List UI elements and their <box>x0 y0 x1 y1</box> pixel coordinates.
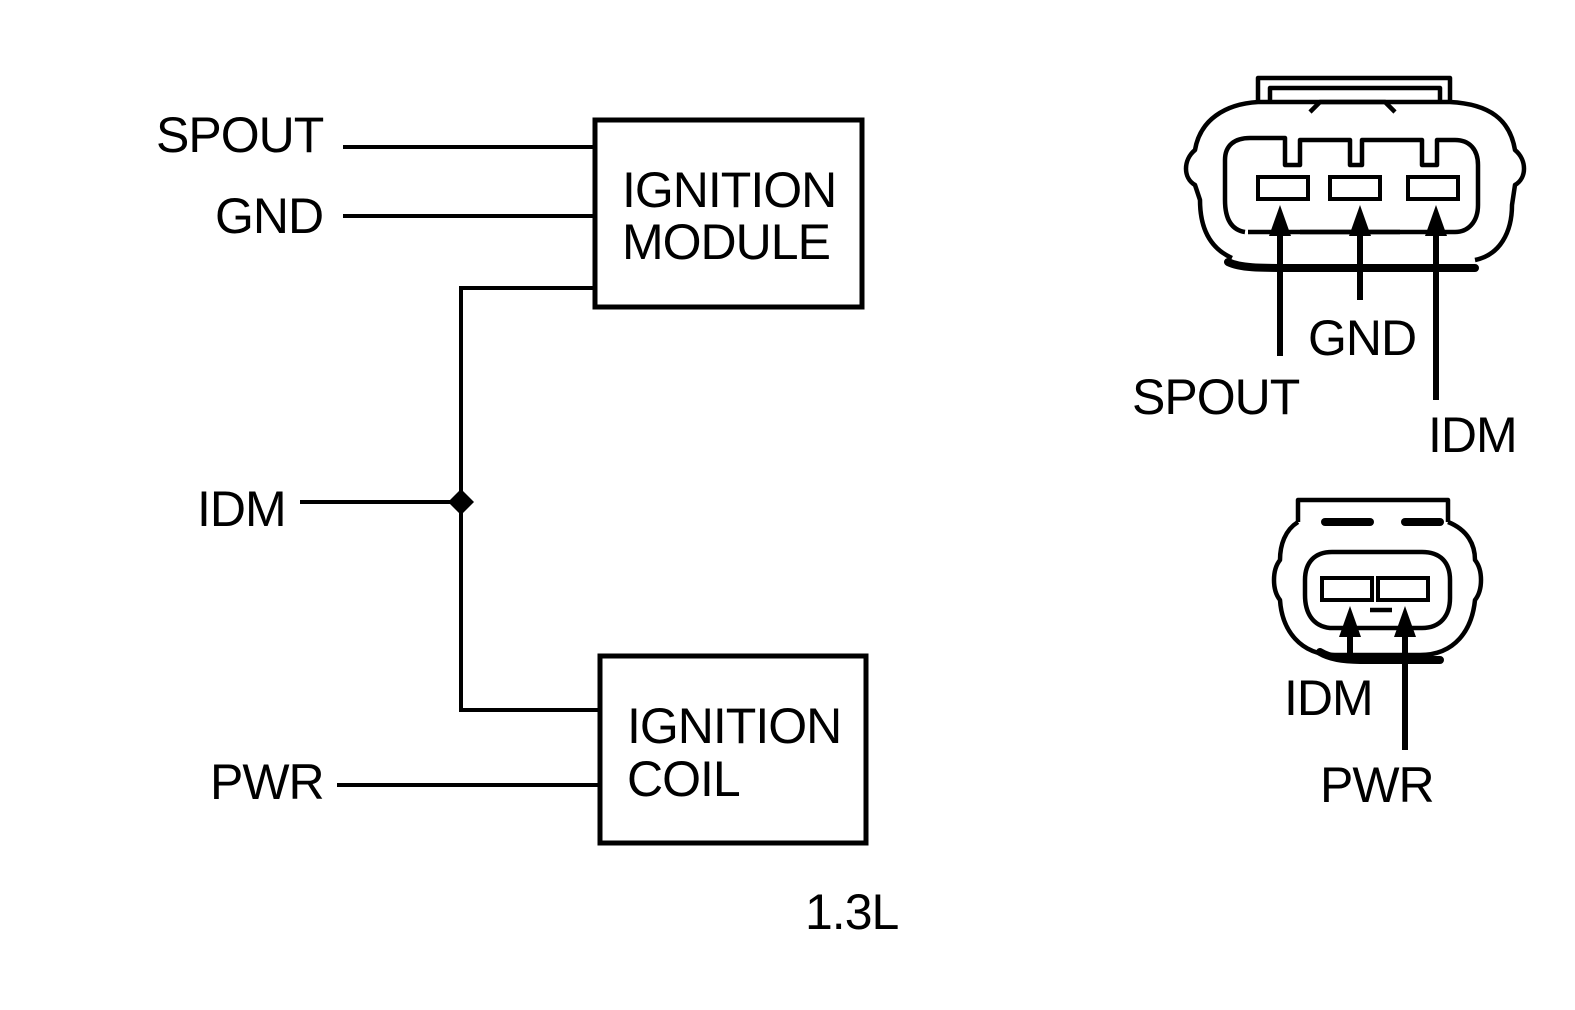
coil-pin-label-idm: IDM <box>1284 670 1373 726</box>
spout-wire-label: SPOUT <box>156 107 324 163</box>
ignition-module-box: IGNITION MODULE <box>592 117 865 310</box>
schematic: IGNITION MODULE IGNITION COIL SPOUT GND … <box>156 107 900 940</box>
module-connector: SPOUT GND IDM <box>1132 75 1527 463</box>
gnd-wire-label: GND <box>215 188 323 244</box>
module-pin-label-idm: IDM <box>1428 407 1517 463</box>
pwr-wire-label: PWR <box>210 754 324 810</box>
coil-pin-idm <box>1320 576 1374 602</box>
coil-connector: IDM PWR <box>1271 497 1484 813</box>
ignition-module-label-line1: IGNITION <box>622 162 836 218</box>
coil-pin-pwr <box>1376 576 1430 602</box>
engine-displacement-label: 1.3L <box>805 884 899 940</box>
ignition-coil-box: IGNITION COIL <box>597 653 869 846</box>
idm-wire-label: IDM <box>197 481 286 537</box>
module-pin-label-gnd: GND <box>1308 310 1416 366</box>
coil-pin-label-pwr: PWR <box>1320 757 1434 813</box>
ignition-coil-label-line2: COIL <box>627 751 740 807</box>
ignition-coil-label-line1: IGNITION <box>627 698 841 754</box>
module-pin-label-spout: SPOUT <box>1132 369 1300 425</box>
module-pin-gnd <box>1328 175 1382 201</box>
module-pin-spout <box>1256 175 1310 201</box>
module-pin-idm <box>1406 175 1460 201</box>
ignition-module-label-line2: MODULE <box>622 214 830 270</box>
idm-junction-dot <box>448 489 474 515</box>
idm-trunk-wire <box>459 286 600 712</box>
